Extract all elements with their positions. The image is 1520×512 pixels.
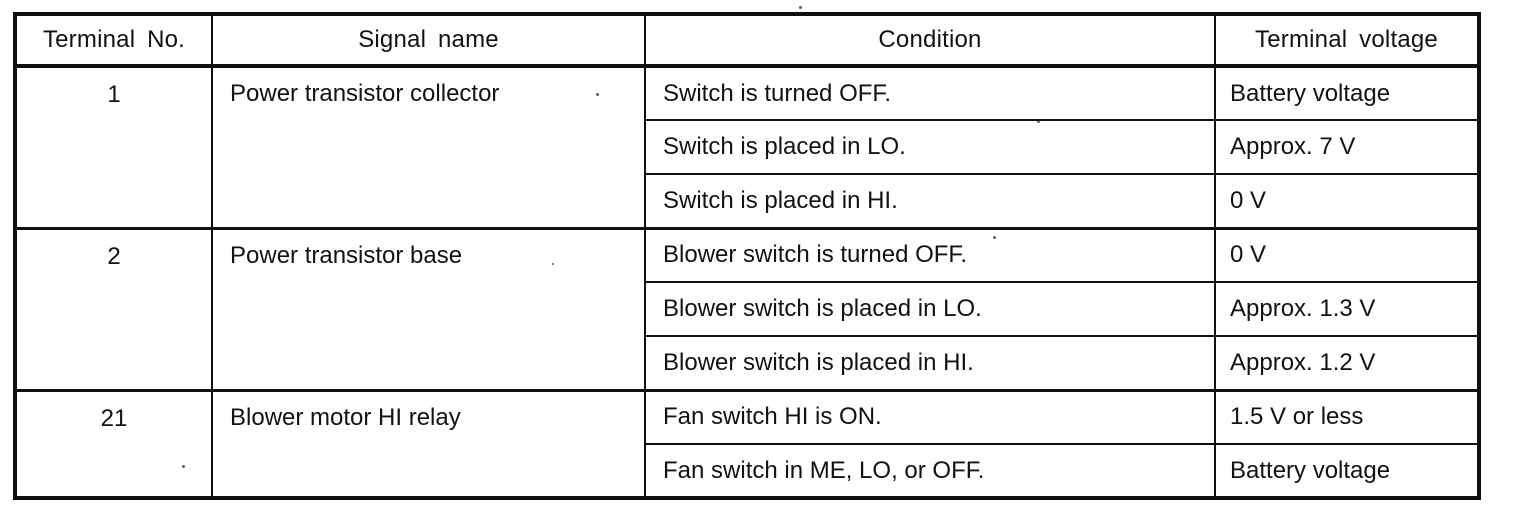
- cell-condition: Blower switch is turned OFF.: [644, 226, 1216, 283]
- cell-condition: Blower switch is placed in HI.: [644, 335, 1216, 391]
- cell-terminal-voltage: 1.5 V or less: [1214, 388, 1480, 445]
- scan-speckle: [1037, 120, 1040, 123]
- cell-signal-name: Power transistor collector: [211, 64, 646, 229]
- cell-terminal-voltage: 0 V: [1214, 226, 1480, 283]
- cell-condition: Switch is placed in LO.: [644, 119, 1216, 175]
- cell-terminal-voltage: Approx. 7 V: [1214, 119, 1480, 175]
- cell-terminal-number: 1: [14, 64, 213, 229]
- table-row: Blower switch is placed in HI. Approx. 1…: [15, 335, 1480, 391]
- cell-condition: Switch is turned OFF.: [644, 64, 1216, 121]
- header-condition: Condition: [644, 13, 1216, 68]
- scan-speckle: [182, 465, 185, 468]
- table-row: Blower switch is placed in LO. Approx. 1…: [15, 281, 1480, 337]
- scan-speckle: [799, 6, 802, 9]
- table-row: Fan switch in ME, LO, or OFF. Battery vo…: [15, 443, 1480, 499]
- scan-speckle: [993, 236, 996, 239]
- cell-signal-name: Blower motor HI relay: [211, 388, 646, 499]
- table-row: 1 Power transistor collector Switch is t…: [14, 64, 1480, 229]
- scan-speckle: [552, 263, 554, 265]
- scan-speckle: [596, 93, 599, 96]
- header-row: Terminal No. Signal name Condition Termi…: [14, 13, 1480, 68]
- cell-terminal-number: 2: [14, 226, 213, 391]
- cell-condition: Switch is placed in HI.: [644, 173, 1216, 229]
- header-signal-name: Signal name: [211, 13, 646, 68]
- cell-signal-name: Power transistor base: [211, 226, 646, 391]
- table-row: 21 Blower motor HI relay Fan switch HI i…: [14, 388, 1480, 499]
- cell-terminal-voltage: Battery voltage: [1214, 443, 1480, 499]
- table-row: Switch is placed in LO. Approx. 7 V: [15, 119, 1480, 175]
- header-terminal-no: Terminal No.: [14, 13, 213, 68]
- cell-terminal-voltage: 0 V: [1214, 173, 1480, 229]
- cell-terminal-voltage: Approx. 1.3 V: [1214, 281, 1480, 337]
- cell-condition: Fan switch HI is ON.: [644, 388, 1216, 445]
- cell-terminal-voltage: Battery voltage: [1214, 64, 1480, 121]
- header-terminal-voltage: Terminal voltage: [1214, 13, 1480, 68]
- cell-terminal-number: 21: [14, 388, 213, 499]
- cell-condition: Fan switch in ME, LO, or OFF.: [644, 443, 1216, 499]
- cell-terminal-voltage: Approx. 1.2 V: [1214, 335, 1480, 391]
- terminal-voltage-table: Terminal No. Signal name Condition Termi…: [13, 12, 1481, 500]
- table-row: Switch is placed in HI. 0 V: [15, 173, 1480, 229]
- table-row: 2 Power transistor base Blower switch is…: [14, 226, 1480, 391]
- cell-condition: Blower switch is placed in LO.: [644, 281, 1216, 337]
